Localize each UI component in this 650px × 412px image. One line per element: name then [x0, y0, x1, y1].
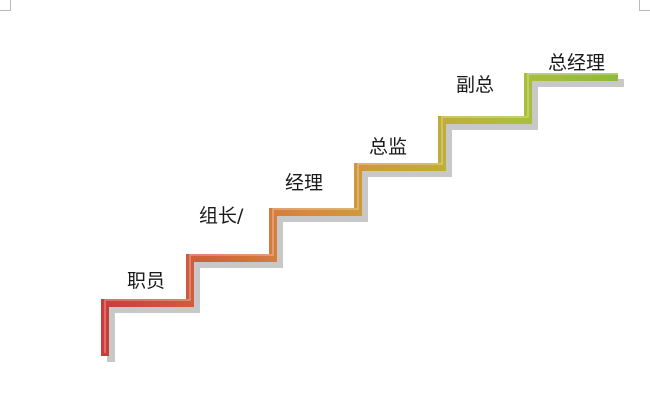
page-corner-mark-top-left [0, 0, 11, 11]
staircase-path [101, 73, 618, 356]
step-label-vice-president: 副总 [456, 74, 495, 96]
staircase-line [101, 73, 618, 356]
step-label-general-manager: 总经理 [548, 52, 606, 74]
step-label-team-leader: 组长/ [199, 205, 244, 227]
staircase-shadow-path [107, 79, 624, 362]
step-label-director: 总监 [369, 136, 408, 158]
staircase-shadow [107, 79, 624, 362]
step-label-manager: 经理 [285, 172, 324, 194]
step-label-staff: 职员 [127, 270, 166, 292]
page-corner-mark-top-right [639, 0, 650, 11]
staircase-highlight [104, 73, 618, 353]
